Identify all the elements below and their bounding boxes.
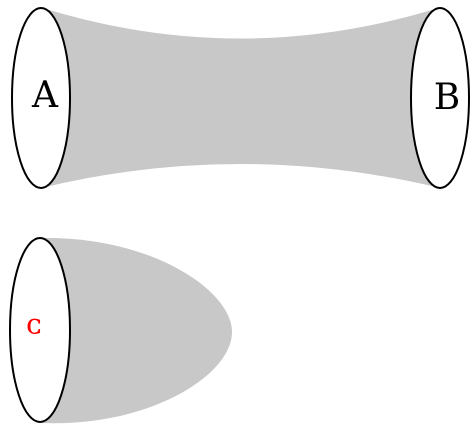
right-boundary-label: B — [434, 77, 460, 118]
cylinder-top-edge — [40, 7, 441, 40]
left-boundary-label: A — [31, 75, 59, 116]
cap-figure: ᴄ — [9, 237, 232, 424]
cap-boundary-ellipse — [9, 237, 71, 423]
cylinder-body — [41, 8, 440, 188]
cap-boundary-label: ᴄ — [26, 308, 42, 341]
right-boundary-ellipse — [410, 7, 470, 189]
cylinder-figure: A B — [11, 7, 470, 189]
left-boundary-ellipse — [11, 7, 71, 189]
cap-body — [42, 237, 232, 424]
